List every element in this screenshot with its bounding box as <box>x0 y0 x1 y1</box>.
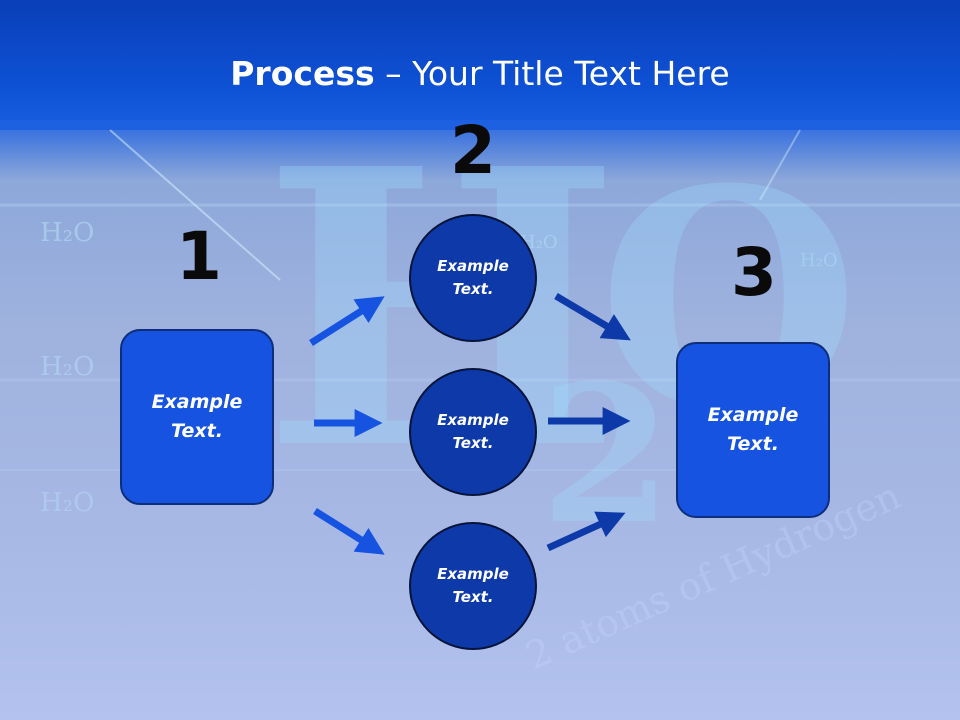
step-number-1: 1 <box>176 218 222 295</box>
circle-top: Example Text. <box>409 214 537 342</box>
step-1-text: Example Text. <box>151 391 243 442</box>
title-bar <box>0 0 960 130</box>
title-rest: – Your Title Text Here <box>374 54 730 93</box>
title-bold: Process <box>230 54 375 93</box>
page-title: Process – Your Title Text Here <box>0 52 960 96</box>
step-3-box: Example Text. <box>676 342 830 518</box>
circle-middle-text: Example Text. <box>437 411 509 452</box>
step-1-box: Example Text. <box>120 329 274 505</box>
step-number-2: 2 <box>450 112 496 189</box>
circle-bottom: Example Text. <box>409 522 537 650</box>
arrow-1-to-bottom <box>313 508 385 555</box>
arrow-1-to-top <box>309 296 385 346</box>
arrow-bottom-to-3 <box>546 511 626 552</box>
circle-top-text: Example Text. <box>437 257 509 298</box>
arrow-top-to-3 <box>554 292 631 341</box>
circle-bottom-text: Example Text. <box>437 565 509 606</box>
step-3-text: Example Text. <box>707 404 799 455</box>
step-number-3: 3 <box>731 234 777 311</box>
title-bar-fade <box>0 120 960 180</box>
circle-middle: Example Text. <box>409 368 537 496</box>
